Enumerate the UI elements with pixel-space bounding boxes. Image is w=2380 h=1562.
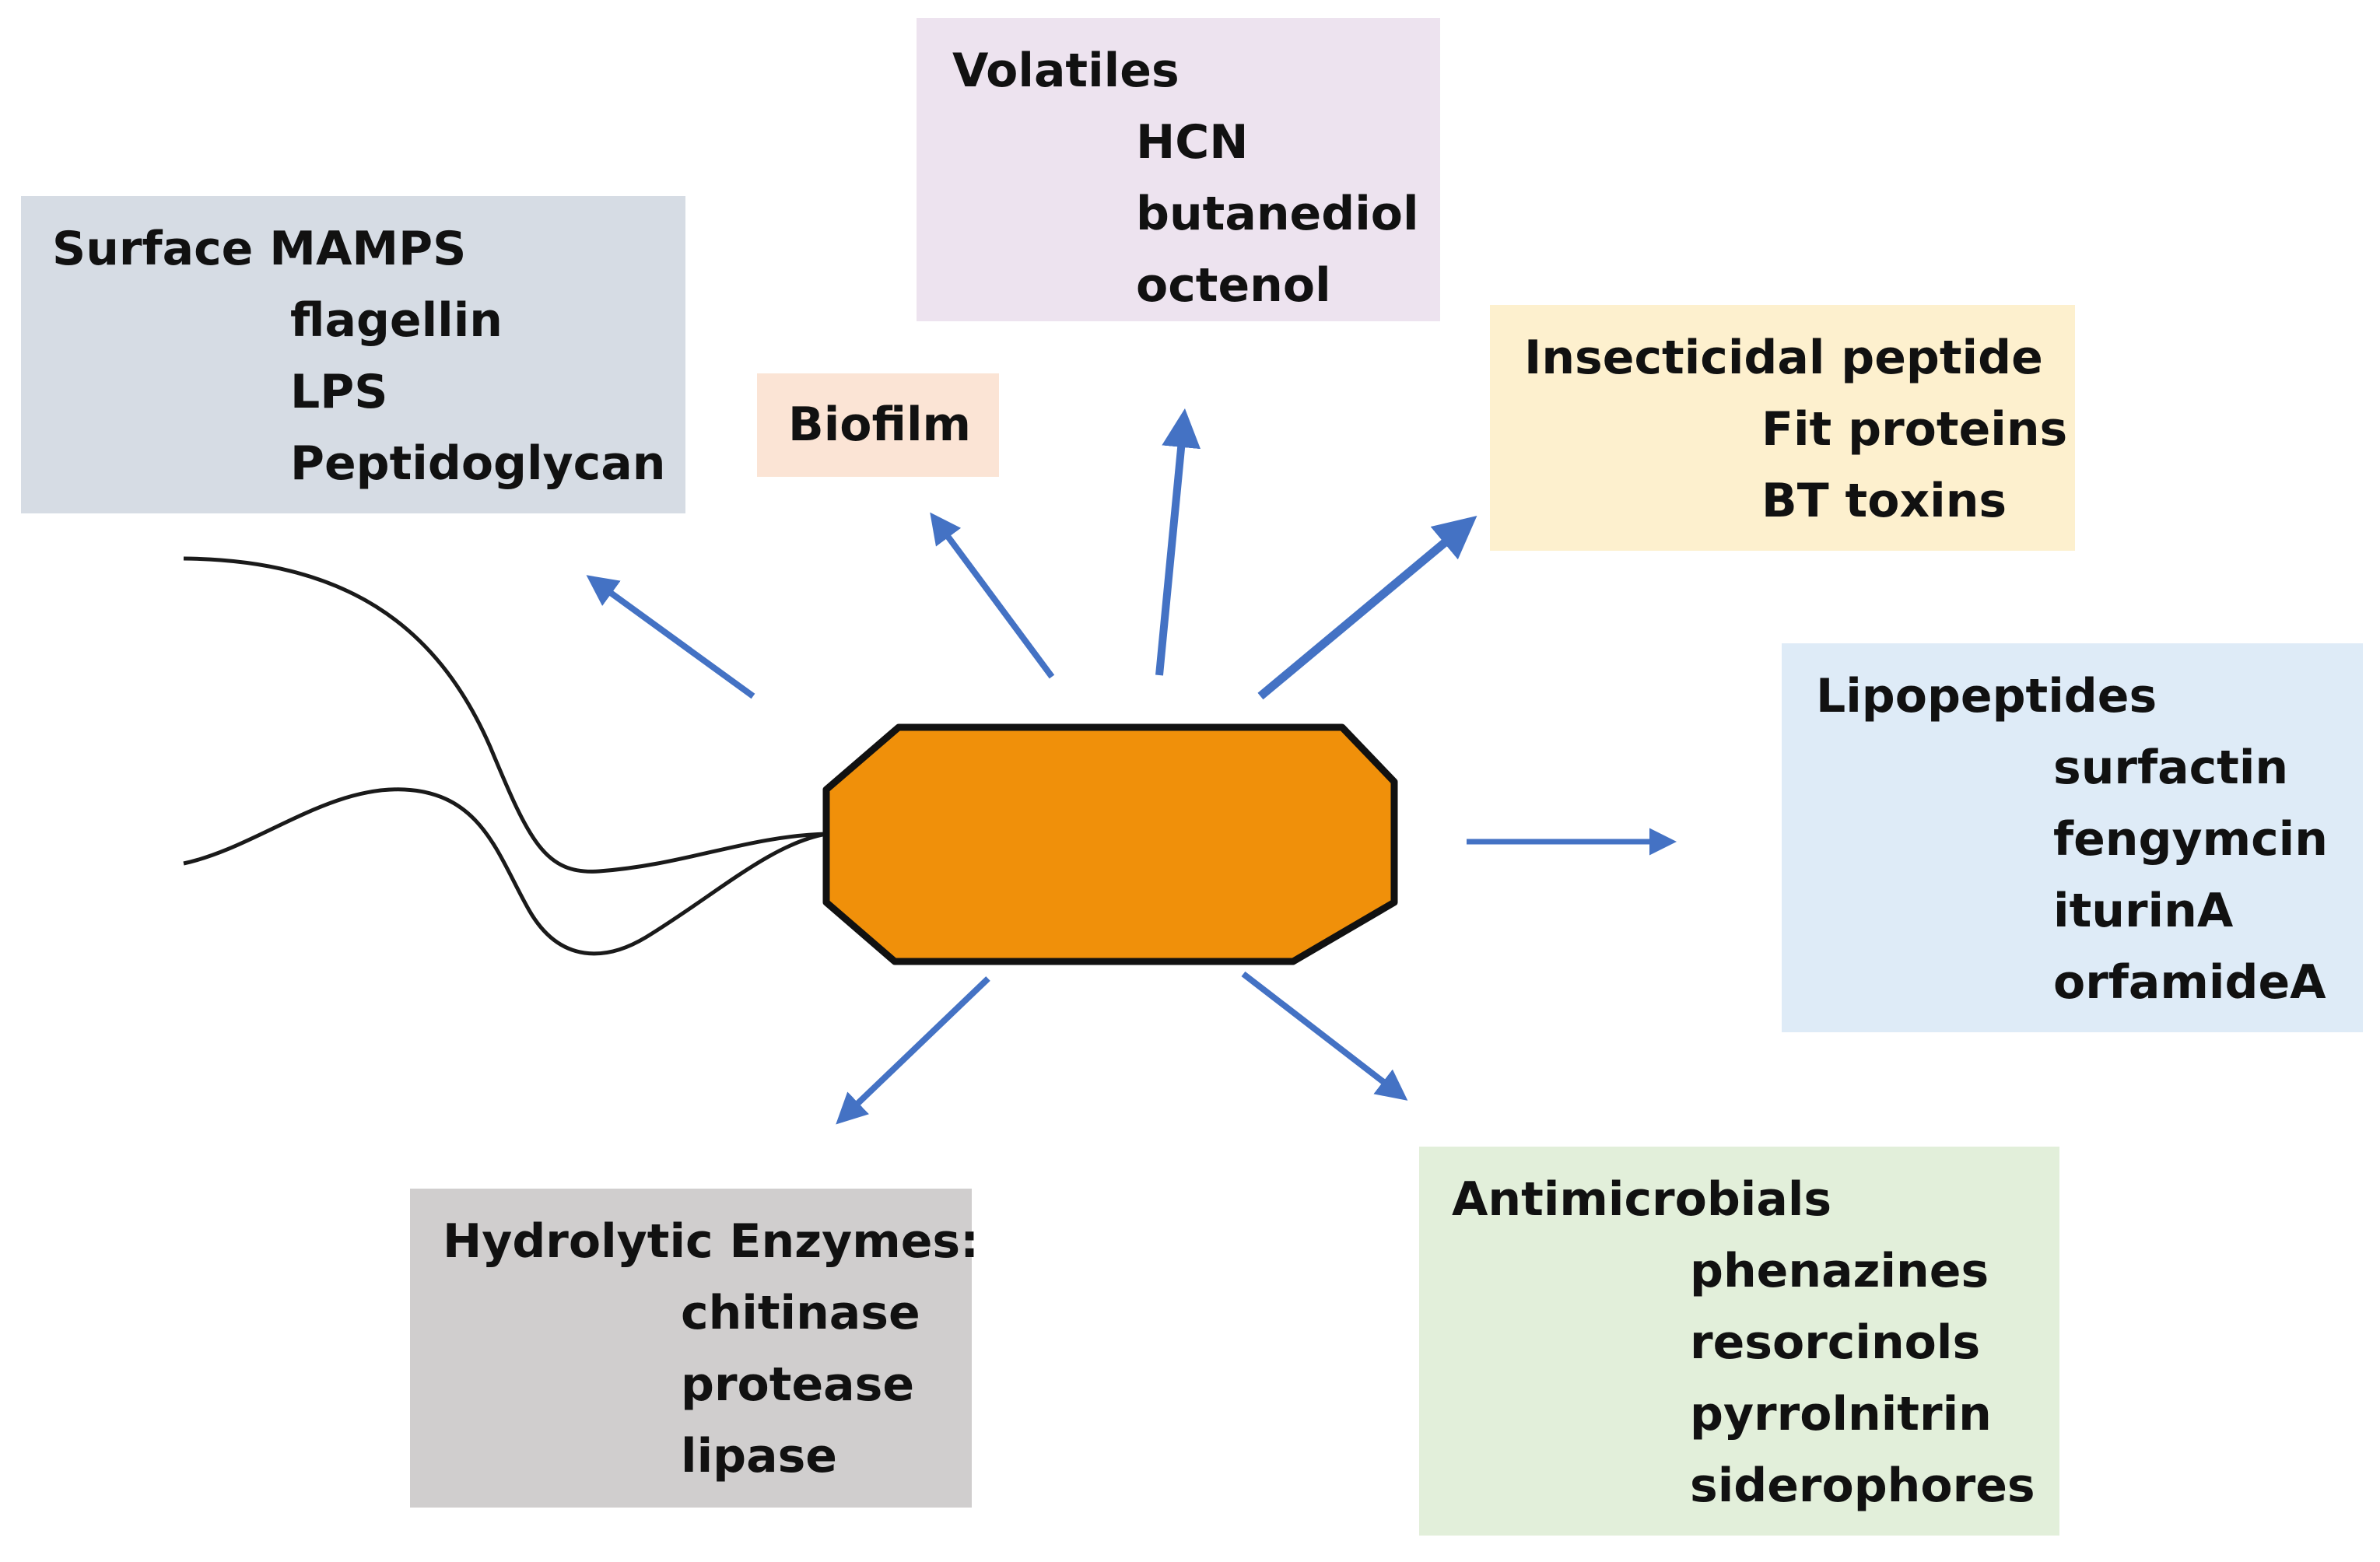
antimicrobials-title: Antimicrobials xyxy=(1452,1172,1832,1227)
antimicrobials-item: resorcinols xyxy=(1690,1315,1981,1370)
bacterium-cell xyxy=(822,723,1398,965)
surface-mamps-item: Peptidoglycan xyxy=(290,436,666,491)
lipopeptides-item: surfactin xyxy=(2053,741,2289,795)
insecticidal-peptide-item: Fit proteins xyxy=(1761,402,2068,457)
antimicrobials-box: Antimicrobials phenazines resorcinols py… xyxy=(1419,1147,2059,1536)
insecticidal-peptide-title: Insecticidal peptide xyxy=(1524,331,2043,385)
antimicrobials-item: phenazines xyxy=(1690,1244,1989,1298)
biofilm-title: Biofilm xyxy=(788,398,972,452)
surface-mamps-title: Surface MAMPS xyxy=(52,222,467,276)
surface-mamps-item: LPS xyxy=(290,365,388,419)
lipopeptides-item: iturinA xyxy=(2053,884,2234,938)
arrow-to-biofilm xyxy=(930,512,1055,679)
antimicrobials-item: pyrrolnitrin xyxy=(1690,1387,1992,1441)
lipopeptides-title: Lipopeptides xyxy=(1816,669,2157,723)
volatiles-item: HCN xyxy=(1136,115,1249,170)
flagellum-upper xyxy=(183,556,827,874)
lipopeptides-item: orfamideA xyxy=(2053,955,2326,1010)
antimicrobials-item: siderophores xyxy=(1690,1459,2035,1513)
insecticidal-peptide-box: Insecticidal peptide Fit proteins BT tox… xyxy=(1490,305,2075,551)
flagellum-lower xyxy=(183,787,827,956)
volatiles-title: Volatiles xyxy=(952,44,1179,98)
hydrolytic-enzymes-item: lipase xyxy=(681,1429,837,1483)
arrow-to-surface-mamps xyxy=(586,575,755,699)
hydrolytic-enzymes-title: Hydrolytic Enzymes: xyxy=(443,1214,980,1269)
arrow-to-volatiles xyxy=(1155,408,1201,676)
biofilm-box: Biofilm xyxy=(757,373,999,477)
hydrolytic-enzymes-box: Hydrolytic Enzymes: chitinase protease l… xyxy=(410,1189,980,1508)
arrow-to-insecticidal xyxy=(1257,515,1477,700)
lipopeptides-box: Lipopeptides surfactin fengymcin iturinA… xyxy=(1782,643,2363,1032)
lipopeptides-item: fengymcin xyxy=(2053,812,2328,867)
volatiles-box: Volatiles HCN butanediol octenol xyxy=(917,18,1440,321)
volatiles-item: butanediol xyxy=(1136,187,1419,241)
arrow-to-antimicrobials xyxy=(1241,971,1408,1101)
hydrolytic-enzymes-item: chitinase xyxy=(681,1286,920,1340)
insecticidal-peptide-item: BT toxins xyxy=(1761,474,2007,528)
surface-mamps-item: flagellin xyxy=(290,293,503,348)
hydrolytic-enzymes-item: protease xyxy=(681,1357,915,1412)
volatiles-item: octenol xyxy=(1136,258,1331,313)
arrow-to-hydrolytic-enzymes xyxy=(836,976,990,1125)
surface-mamps-box: Surface MAMPS flagellin LPS Peptidoglyca… xyxy=(21,196,685,513)
